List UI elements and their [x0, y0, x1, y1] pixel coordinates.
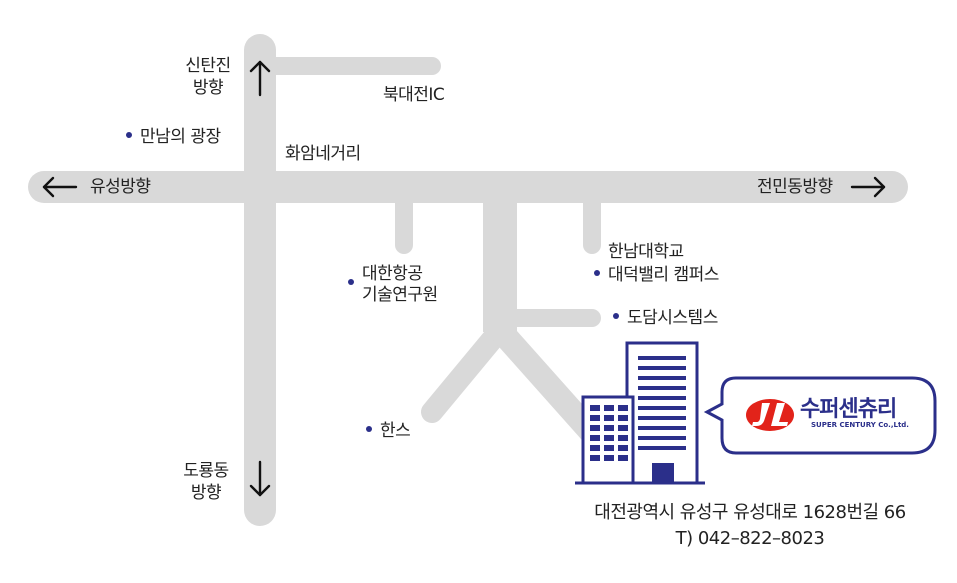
label-hwaam: 화암네거리: [285, 144, 361, 164]
company-callout: [703, 376, 937, 455]
poi-dot-icon: [126, 132, 132, 138]
company-sub-name: SUPER CENTURY Co.,Ltd.: [811, 421, 909, 429]
label-bukdae-ic: 북대전IC: [383, 85, 445, 105]
label-mannam: 만남의 광장: [126, 126, 221, 148]
label-kaa: 대한항공: [362, 264, 423, 284]
label-hannam-campus: 대덕밸리 캠퍼스: [594, 264, 719, 286]
arrow-up-icon: [249, 60, 271, 97]
building-icon: [575, 341, 705, 485]
poi-dot-icon: [613, 313, 619, 319]
arrow-right-icon: [850, 176, 886, 198]
label-dodam: 도담시스템스: [613, 307, 718, 329]
company-name: 수퍼센츄리: [800, 397, 897, 422]
label-hannam: 한남대학교: [608, 242, 684, 262]
poi-dot-icon: [348, 279, 354, 285]
phone-line: T) 042–822–8023: [675, 528, 825, 549]
label-kaa-rnd: 기술연구원: [348, 279, 438, 306]
arrow-down-icon: [249, 460, 271, 497]
label-jeonmin: 전민동방향: [757, 177, 833, 197]
company-address: 대전광역시 유성구 유성대로 1628번길 66 T) 042–822–8023: [560, 500, 940, 552]
label-hans: 한스: [366, 420, 411, 442]
company-logo-icon: [746, 399, 794, 431]
arrow-left-icon: [42, 176, 78, 198]
poi-dot-icon: [594, 270, 600, 276]
label-yuseong: 유성방향: [90, 177, 151, 197]
address-line: 대전광역시 유성구 유성대로 1628번길 66: [594, 502, 906, 523]
hans-branch-road: [421, 319, 511, 423]
poi-dot-icon: [366, 426, 372, 432]
